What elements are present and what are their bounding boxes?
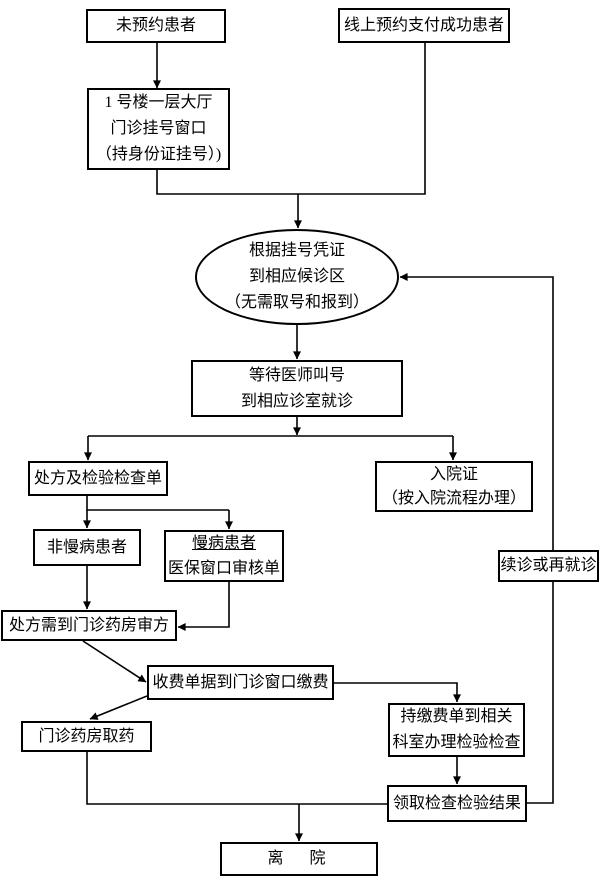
node-label: 根据挂号凭证: [248, 242, 345, 259]
node-label: 收费单据到门诊窗口缴费: [152, 673, 329, 691]
node-label: 门诊药房取药: [38, 727, 135, 745]
node-label: 领取检查检验结果: [392, 794, 521, 812]
node-label: 线上预约支付成功患者: [343, 16, 504, 34]
node-label: 处方及检验检查单: [33, 469, 162, 487]
node-walkin-patient: 未预约患者: [86, 9, 226, 43]
node-wait-for-doctor-call: 等待医师叫号 到相应诊室就诊: [191, 360, 403, 417]
node-label: 门诊挂号窗口: [110, 120, 207, 137]
node-revisit-label: 续诊或再就诊: [498, 550, 599, 582]
node-registration-window: 1 号楼一层大厅 门诊挂号窗口 （持身份证挂号）): [87, 88, 230, 170]
node-label: （按入院流程办理）: [381, 489, 526, 507]
node-label: 续诊或再就诊: [500, 557, 597, 574]
node-non-chronic-patient: 非慢病患者: [33, 529, 141, 566]
node-label: 非慢病患者: [46, 538, 127, 556]
node-label: （无需取号和报到）: [224, 294, 369, 311]
node-prescription-and-test-slip: 处方及检验检查单: [28, 461, 168, 496]
node-label: 未预约患者: [115, 17, 196, 34]
node-waiting-area: 根据挂号凭证 到相应候诊区 （无需取号和报到）: [195, 229, 399, 325]
node-pharmacy-review: 处方需到门诊药房审方: [1, 610, 177, 641]
node-label: 慢病患者: [191, 535, 256, 552]
node-leave-hospital: 离 院: [220, 842, 378, 876]
node-label: 处方需到门诊药房审方: [8, 616, 169, 634]
node-go-to-test-department: 持缴费单到相关 科室办理检验检查: [388, 703, 525, 757]
node-chronic-patient: 慢病患者 医保窗口审核单: [164, 530, 284, 582]
node-label: 持缴费单到相关: [400, 708, 513, 725]
node-label: 离 院: [267, 850, 331, 867]
node-admission-certificate: 入院证 （按入院流程办理）: [375, 461, 533, 512]
node-pay-at-window: 收费单据到门诊窗口缴费: [147, 665, 334, 700]
node-label: 入院证: [429, 465, 478, 483]
node-label: 科室办理检验检查: [392, 734, 521, 751]
node-collect-medicine: 门诊药房取药: [21, 721, 152, 752]
node-label: 到相应诊室就诊: [240, 392, 353, 410]
node-get-test-results: 领取检查检验结果: [387, 785, 527, 822]
node-label: 等待医师叫号: [248, 366, 345, 384]
node-label: 医保窗口审核单: [167, 560, 280, 577]
node-label: 到相应候诊区: [248, 268, 345, 285]
node-online-booked-patient: 线上预约支付成功患者: [338, 8, 510, 43]
node-label: 1 号楼一层大厅: [104, 94, 213, 111]
node-label: （持身份证挂号）): [95, 146, 222, 163]
